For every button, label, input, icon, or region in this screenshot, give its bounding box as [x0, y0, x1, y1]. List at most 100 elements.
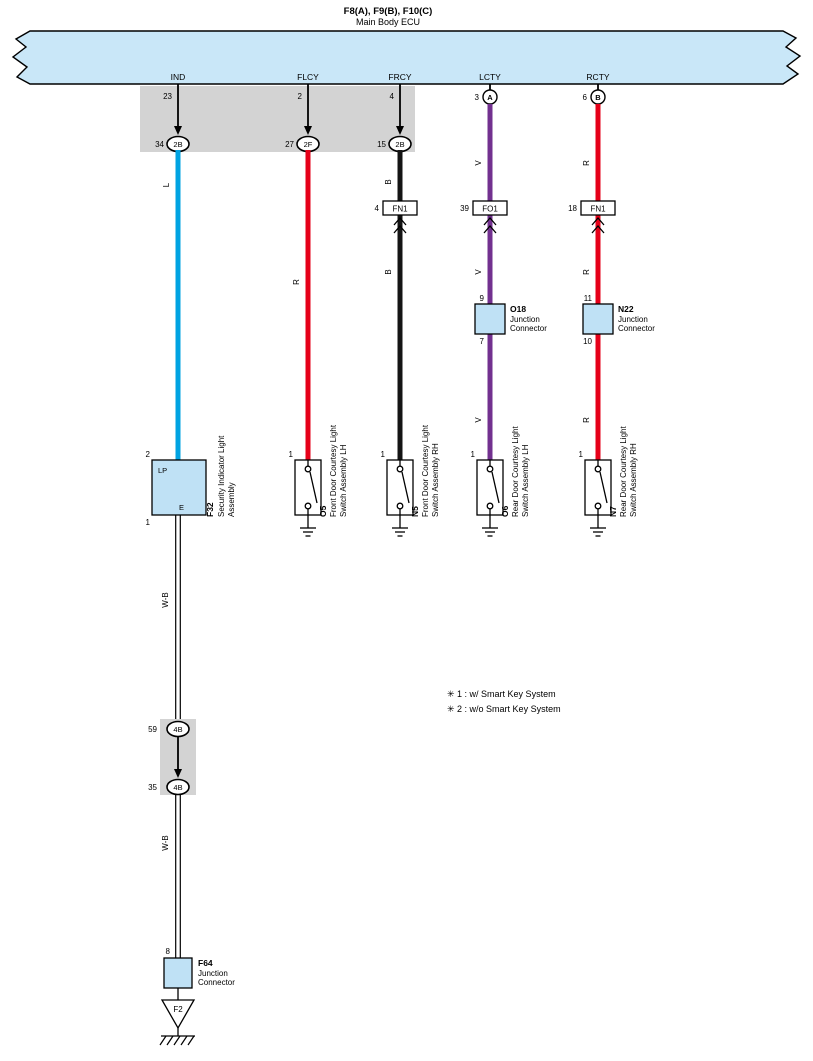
ground-icon	[590, 515, 606, 537]
wire-color-label: R	[582, 160, 591, 166]
switch-symbol-icon	[486, 460, 500, 515]
wire-color-label: L	[162, 182, 171, 187]
earth-ground-icon	[159, 1035, 195, 1046]
component-pin-number: 2	[146, 450, 151, 459]
component-name-line2: Switch Assembly LH	[339, 444, 348, 517]
connector-oval	[166, 720, 190, 738]
circuit-flcy: R 1 O5 Front Door Courtesy Light Switch …	[289, 150, 348, 537]
junction-code: O18	[510, 304, 526, 314]
double-chevron-up-icon	[483, 217, 497, 234]
ground-icon	[300, 515, 316, 537]
connector-pin-number: 27	[285, 140, 294, 149]
switch-symbol-icon	[396, 460, 410, 515]
inline-connector-label: FO1	[482, 205, 498, 214]
ecu-connector-block: 23 2 4 2B 34 2F 27 2B 15	[140, 84, 415, 153]
ecu-pin-number-flcy: 2	[298, 92, 303, 101]
bus-pin-label-rcty: RCTY	[586, 72, 609, 82]
connector-oval-label: 4B	[173, 783, 182, 792]
junction-name-line1: Junction	[510, 315, 540, 324]
notes: ✳ 1 : w/ Smart Key System ✳ 2 : w/o Smar…	[447, 689, 561, 714]
connector-oval-label: 4B	[173, 725, 182, 734]
component-pin-number: 1	[381, 450, 386, 459]
switch-symbol-icon	[594, 460, 608, 515]
component-name-line2: Switch Assembly RH	[431, 443, 440, 517]
ecu-pin-number-lcty: 3	[475, 93, 480, 102]
wire-color-label: R	[582, 417, 591, 423]
connector-pin-number: 35	[148, 783, 157, 792]
component-pin-number: 1	[471, 450, 476, 459]
junction-pin-bottom: 10	[583, 337, 592, 346]
double-chevron-up-icon	[393, 217, 407, 234]
junction-pin-top: 11	[584, 294, 593, 303]
component-box-f32	[151, 459, 207, 516]
bus-pin-label-lcty: LCTY	[479, 72, 501, 82]
inline-connector-box	[382, 200, 418, 216]
ground-point-label: F2	[173, 1005, 183, 1014]
bus-pin-label-flcy: FLCY	[297, 72, 319, 82]
arrow-down-icon	[396, 126, 404, 135]
ground-icon	[482, 515, 498, 537]
bus-pin-label-frcy: FRCY	[388, 72, 411, 82]
switch-box-n5	[386, 459, 414, 516]
ground-icon	[392, 515, 408, 537]
component-name-line1: Front Door Courtesy Light	[421, 424, 430, 517]
ecu-pin-number-rcty: 6	[583, 93, 588, 102]
inline-connector-box	[472, 200, 508, 216]
component-name-line1: Security Indicator Light	[217, 435, 226, 517]
switch-box-o5	[294, 459, 322, 516]
arrow-down-icon	[304, 126, 312, 135]
terminal-label-e: E	[179, 503, 184, 512]
note-line-2: ✳ 2 : w/o Smart Key System	[447, 704, 561, 714]
switch-box-n7	[584, 459, 612, 516]
wire-color-label: B	[384, 179, 393, 184]
wire-color-label: V	[474, 160, 483, 166]
component-name-line1: Rear Door Courtesy Light	[619, 426, 628, 517]
junction-connector-box-n22	[582, 303, 614, 335]
junction-code: N22	[618, 304, 634, 314]
component-name-line1: Front Door Courtesy Light	[329, 424, 338, 517]
component-code: F32	[205, 502, 215, 517]
wire-color-label: W-B	[161, 592, 170, 607]
component-name-line2: Switch Assembly RH	[629, 443, 638, 517]
ground-point-triangle	[160, 999, 196, 1030]
main-body-ecu: F8(A), F9(B), F10(C) Main Body ECU IND F…	[11, 6, 802, 85]
inline-connector-label: FN1	[392, 205, 408, 214]
component-pin-number: 1	[579, 450, 584, 459]
inline-connector-pin: 4	[375, 204, 380, 213]
component-code: N7	[608, 506, 618, 517]
component-code: O5	[318, 505, 328, 517]
junction-pin-bottom: 7	[480, 337, 485, 346]
circuit-lcty: 3 A V V V 39 FO1 9 7 O18 Junction Connec…	[460, 84, 547, 537]
arrow-down-icon	[174, 769, 182, 778]
ecu-title: F8(A), F9(B), F10(C)	[344, 6, 433, 17]
connector-oval-label: 2B	[173, 140, 182, 149]
ring-connector-letter: A	[487, 93, 493, 102]
ecu-subtitle: Main Body ECU	[356, 17, 420, 27]
inline-connector-pin: 39	[460, 204, 469, 213]
ecu-bus-shape	[11, 30, 802, 85]
inline-connector-box	[580, 200, 616, 216]
component-pin-number: 8	[166, 947, 171, 956]
junction-pin-top: 9	[480, 294, 485, 303]
terminal-label-lp: LP	[158, 466, 167, 475]
circuit-ind: L 2 LP E 1 F32 Security Indicator Light …	[146, 150, 236, 527]
junction-connector-box-f64	[163, 957, 193, 989]
junction-name-line2: Connector	[510, 324, 547, 333]
ring-connector-letter: B	[595, 93, 601, 102]
circuit-frcy: B B 4 FN1 1 N5 Front Door Courtesy Light…	[375, 150, 440, 537]
junction-name-line2: Connector	[618, 324, 655, 333]
junction-name-line1: Junction	[198, 969, 228, 978]
wire-color-label: V	[474, 269, 483, 275]
component-name-line2: Assembly	[227, 482, 236, 517]
component-pin-number: 1	[146, 518, 151, 527]
component-code: N5	[410, 506, 420, 517]
component-pin-number: 1	[289, 450, 294, 459]
connector-oval-label: 2B	[395, 140, 404, 149]
arrow-down-icon	[174, 126, 182, 135]
connector-oval	[166, 778, 190, 796]
inline-connector-pin: 18	[568, 204, 577, 213]
component-name-line2: Switch Assembly LH	[521, 444, 530, 517]
component-code: O6	[500, 505, 510, 517]
ecu-pin-number-frcy: 4	[390, 92, 395, 101]
